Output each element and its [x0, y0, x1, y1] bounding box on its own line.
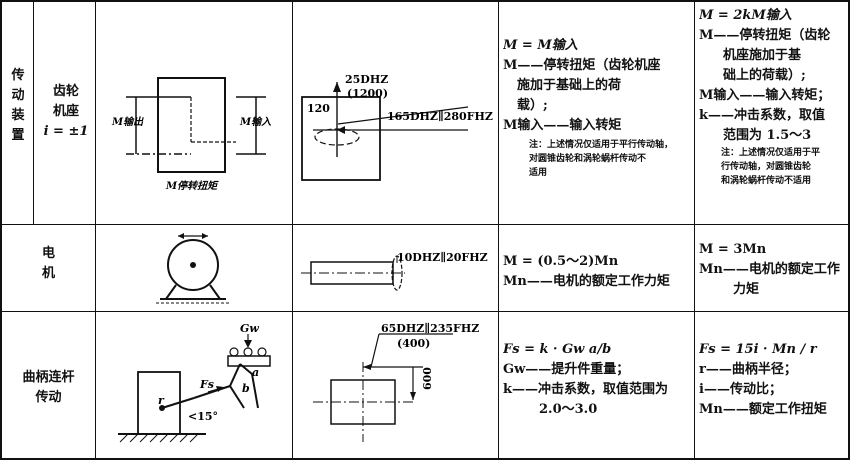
formula-def: M输入——输入转矩； [699, 88, 831, 103]
crank-load-label: 65DHZ∥235FHZ [381, 322, 479, 335]
formula-main: Fs = 15i · Mn / r [699, 342, 817, 357]
row-divider-2 [0, 311, 850, 312]
gear-base-spec-diagram: 25DHZ (1200) 120 165DHZ∥280FHZ [301, 73, 493, 181]
category-char: 装 [11, 108, 25, 123]
motor-load-label: 10DHZ∥20FHZ [397, 251, 488, 264]
table-border-left [0, 0, 2, 460]
col-divider-spec [498, 0, 499, 460]
motor-diagram [156, 233, 230, 304]
b-label: b [242, 382, 250, 395]
formula-main: M = 2kM输入 [699, 8, 792, 23]
formula-def: 载）; [517, 98, 548, 113]
formula-main: M = M输入 [503, 38, 578, 53]
item-label-motor: 电 机 [2, 244, 95, 284]
item-line: 曲柄连杆 [22, 370, 75, 385]
formula2-crank: Fs = 15i · Mn / r r——曲柄半径； i——传动比； Mn——额… [699, 340, 847, 420]
motor-spec-diagram: 10DHZ∥20FHZ [301, 251, 488, 291]
formula1-gear-base: M = M输入 M——停转扭矩（齿轮机座 施加于基础上的荷 载）; M输入——输… [503, 36, 693, 180]
formula-def: Mn——额定工作扭矩 [699, 402, 827, 417]
m-input-label: M输入 [239, 116, 271, 128]
item-line: 齿轮 [52, 84, 79, 99]
category-char: 置 [11, 128, 25, 143]
formula-def: r——曲柄半径； [699, 362, 797, 377]
formula2-gear-base: M = 2kM输入 M——停转扭矩（齿轮 机座施加于基 础上的荷载）; M输入—… [699, 6, 847, 188]
category-char: 动 [11, 88, 25, 103]
category-char: 传 [11, 68, 25, 83]
gw-label: Gw [240, 322, 259, 335]
formula1-crank: Fs = k · Gw a/b Gw——提升件重量； k——冲击系数，取值范围为… [503, 340, 693, 420]
col-divider-formula1 [694, 0, 695, 460]
formula-note: 行传动轴，对圆锥齿轮 [721, 162, 812, 172]
crank-diagram: Gw Fs r a b <15° [118, 322, 271, 443]
horizontal-load-label: 165DHZ∥280FHZ [387, 110, 493, 123]
m-stall-label: M停转扭矩 [165, 180, 219, 192]
crank-spec-diagram: 65DHZ∥235FHZ (400) 600 [313, 322, 479, 442]
row-divider-1 [0, 224, 850, 225]
formula-def: 2.0～3.0 [539, 402, 598, 417]
col-divider-category [33, 0, 34, 225]
formula-def: Mn——电机的额定工作 [699, 262, 840, 277]
formula-note: 注：上述情况仅适用于平行传动轴， [529, 140, 674, 150]
m-output-label: M输出 [111, 116, 144, 128]
formula-def: M输入——输入转矩 [503, 118, 622, 133]
formula-def: k——冲击系数，取值范围为 [503, 382, 669, 397]
crank-load-paren: (400) [397, 337, 430, 350]
a-label: a [252, 366, 259, 379]
formula2-motor: M = 3Mn Mn——电机的额定工作 力矩 [699, 240, 847, 300]
formula-def: 施加于基础上的荷 [517, 78, 622, 93]
angle-label: <15° [188, 410, 218, 423]
item-label-gear-base: 齿轮 机座 i = ±1 [38, 82, 94, 142]
col-divider-item [95, 0, 96, 460]
formula-main: M = (0.5～2)Mn [503, 254, 619, 269]
item-label-crank: 曲柄连杆 传动 [2, 368, 95, 408]
formula-note: 和涡轮蜗杆传动不适用 [721, 176, 812, 186]
formula-note: 适用 [529, 168, 548, 178]
formula-main: Fs = k · Gw a/b [503, 342, 612, 357]
table-border-right [848, 0, 850, 460]
gear-base-diagram: M输出 M输入 M停转扭矩 [111, 77, 271, 192]
formula-note: 对圆锥齿轮和涡轮蜗杆传动不 [529, 154, 647, 164]
formula-def: k——冲击系数，取值 [699, 108, 826, 123]
formula-def: 范围为 1.5～3 [723, 128, 812, 143]
fs-label: Fs [199, 378, 214, 391]
table-border-bottom [0, 458, 850, 460]
formula-def: 础上的荷载）; [723, 68, 806, 83]
item-line: i = ±1 [43, 124, 89, 139]
category-label: 传 动 装 置 [6, 66, 30, 146]
formula-def: Gw——提升件重量； [503, 362, 630, 377]
left-number: 120 [307, 102, 330, 115]
item-line: 机座 [52, 104, 79, 119]
formula-def: M——停转扭矩（齿轮机座 [503, 58, 661, 73]
formula-main: M = 3Mn [699, 242, 767, 257]
item-line: 机 [41, 266, 55, 281]
formula-note: 注：上述情况仅适用于平 [721, 148, 821, 158]
formula-def: M——停转扭矩（齿轮 [699, 28, 831, 43]
item-line: 传动 [35, 390, 62, 405]
formula-def: i——传动比； [699, 382, 782, 397]
vertical-load-paren: (1200) [347, 87, 388, 100]
vertical-load-label: 25DHZ [345, 73, 388, 86]
formula1-motor: M = (0.5～2)Mn Mn——电机的额定工作力矩 [503, 252, 693, 292]
table-border-top [0, 0, 850, 2]
formula-def: Mn——电机的额定工作力矩 [503, 274, 670, 289]
item-line: 电 [41, 246, 55, 261]
formula-def: 机座施加于基 [723, 48, 802, 63]
crank-vertical-number: 600 [421, 367, 434, 390]
formula-def: 力矩 [733, 282, 760, 297]
r-label: r [158, 394, 165, 407]
col-divider-diagram [292, 0, 293, 460]
